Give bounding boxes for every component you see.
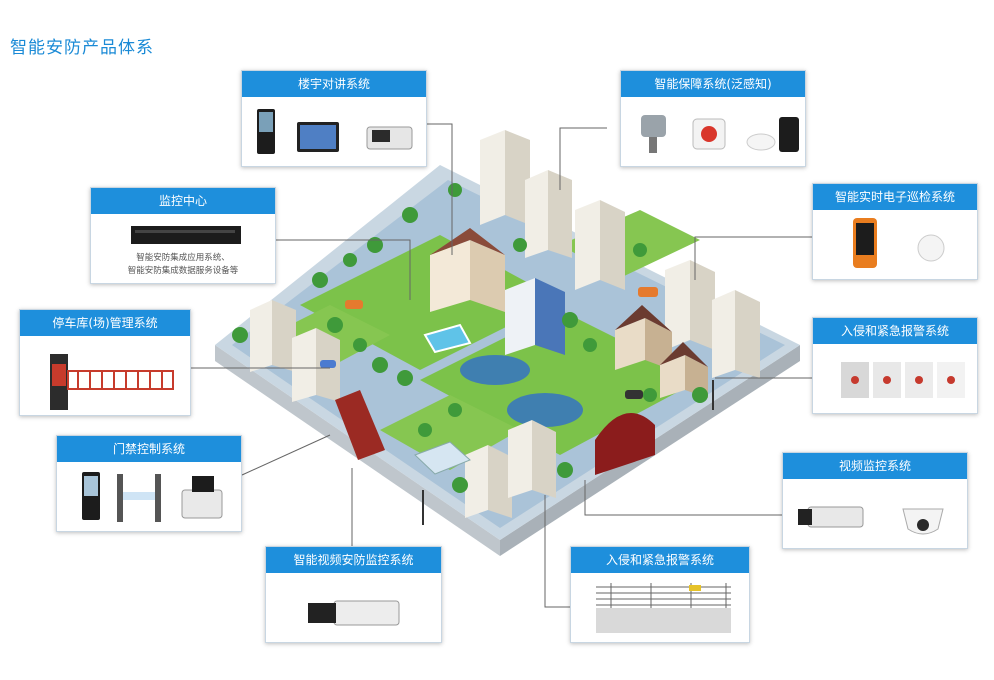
card-images xyxy=(621,97,805,171)
card-guarantee-system[interactable]: 智能保障系统(泛感知) xyxy=(620,70,806,167)
smart-camera-icon xyxy=(333,600,400,626)
tower-4 xyxy=(665,260,715,350)
card-title: 智能实时电子巡检系统 xyxy=(813,184,977,210)
swimming-pool xyxy=(423,323,472,354)
card-images xyxy=(57,462,241,536)
tower-8 xyxy=(465,445,512,518)
car-1 xyxy=(345,300,363,309)
desc-line-2: 智能安防集成数据服务设备等 xyxy=(127,266,239,276)
pavilion xyxy=(414,441,471,475)
card-title: 门禁控制系统 xyxy=(57,436,241,462)
trees xyxy=(232,183,708,493)
tower-2 xyxy=(525,170,572,258)
tower-6 xyxy=(250,300,296,372)
card-images xyxy=(242,97,426,171)
card-images xyxy=(571,573,749,647)
office-building xyxy=(505,278,565,355)
card-title: 视频监控系统 xyxy=(783,453,967,479)
card-description: 智能安防集成应用系统、 智能安防集成数据服务设备等 xyxy=(91,252,275,278)
card-patrol-system[interactable]: 智能实时电子巡检系统 xyxy=(812,183,978,280)
desc-line-1: 智能安防集成应用系统、 xyxy=(136,253,230,263)
garage-entrance xyxy=(595,413,655,475)
card-images xyxy=(813,344,977,418)
house-1 xyxy=(615,305,672,370)
tower-1 xyxy=(480,130,530,225)
perimeter-wall-icon xyxy=(596,608,731,633)
water-sensor-icon xyxy=(779,117,799,152)
card-title: 停车库(场)管理系统 xyxy=(20,310,190,336)
barrier-gate-icon xyxy=(67,370,174,390)
smoke-detector-icon xyxy=(746,133,776,151)
card-images xyxy=(813,210,977,284)
main-gate xyxy=(335,390,385,460)
card-title: 智能视频安防监控系统 xyxy=(266,547,441,573)
grass-area-5 xyxy=(380,395,520,470)
card-smart-video-system[interactable]: 智能视频安防监控系统 xyxy=(265,546,442,643)
pond-2 xyxy=(507,393,583,427)
electric-fence-icon xyxy=(596,583,731,608)
house-2 xyxy=(660,342,708,398)
card-intrusion-alarm-right[interactable]: 入侵和紧急报警系统 xyxy=(812,317,978,414)
villa xyxy=(430,228,505,312)
car-2 xyxy=(638,287,658,297)
card-images xyxy=(266,573,441,647)
card-access-control[interactable]: 门禁控制系统 xyxy=(56,435,242,532)
card-title: 入侵和紧急报警系统 xyxy=(571,547,749,573)
tower-5 xyxy=(712,290,760,378)
visitor-terminal-icon xyxy=(181,489,223,519)
card-intercom-system[interactable]: 楼宇对讲系统 xyxy=(241,70,427,167)
tower-3 xyxy=(575,200,625,290)
patrol-point-icon xyxy=(917,234,945,262)
card-video-monitor[interactable]: 视频监控系统 xyxy=(782,452,968,549)
turnstile-icon xyxy=(117,474,161,522)
box-camera-icon xyxy=(807,506,864,528)
lamp-posts xyxy=(422,380,714,525)
card-images: 智能安防集成应用系统、 智能安防集成数据服务设备等 xyxy=(91,214,275,276)
card-title: 楼宇对讲系统 xyxy=(242,71,426,97)
card-images xyxy=(20,336,190,420)
tower-9 xyxy=(508,420,556,498)
card-control-center[interactable]: 监控中心 智能安防集成应用系统、 智能安防集成数据服务设备等 xyxy=(90,187,276,284)
car-4 xyxy=(625,390,643,399)
card-title: 智能保障系统(泛感知) xyxy=(621,71,805,97)
card-images xyxy=(783,479,967,553)
car-3 xyxy=(320,360,336,368)
card-parking-system[interactable]: 停车库(场)管理系统 xyxy=(19,309,191,416)
page-title: 智能安防产品体系 xyxy=(10,38,154,58)
pond-1 xyxy=(460,355,530,385)
sensor-icon xyxy=(641,115,666,137)
card-title: 入侵和紧急报警系统 xyxy=(813,318,977,344)
server-icon xyxy=(131,226,241,244)
card-intrusion-alarm-bottom[interactable]: 入侵和紧急报警系统 xyxy=(570,546,750,643)
card-title: 监控中心 xyxy=(91,188,275,214)
